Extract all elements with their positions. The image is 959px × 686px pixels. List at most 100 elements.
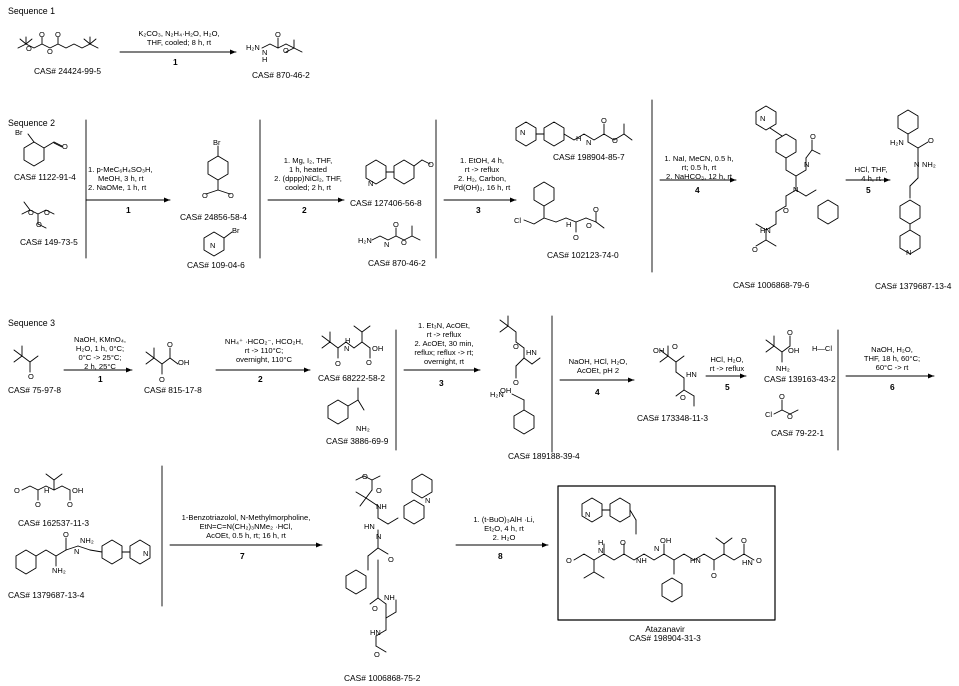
step-s2-2-conditions-line: 2. (dppp)NiCl₂, THF, bbox=[274, 174, 342, 183]
atom-o: O bbox=[374, 650, 380, 659]
atom-o: O bbox=[39, 30, 45, 39]
atom-n: N bbox=[585, 510, 591, 519]
atom-h: H bbox=[598, 538, 604, 547]
hydrazine-carbamate-cas: CAS# 198904-85-7 bbox=[553, 152, 625, 162]
atom-o: O bbox=[928, 136, 934, 145]
atom-o: O bbox=[401, 238, 407, 247]
step-s3-7-conditions-line: 1-Benzotriazolol, N-Methylmorpholine, bbox=[181, 513, 311, 522]
atom-hn: HN bbox=[690, 556, 701, 565]
product-name: Atazanavir bbox=[645, 624, 685, 634]
atom-n: N bbox=[654, 544, 660, 553]
product-box bbox=[557, 485, 776, 621]
step-s3-5-number: 5 bbox=[725, 382, 730, 392]
atom-br: Br bbox=[213, 138, 221, 147]
atom-n: N bbox=[598, 546, 604, 555]
step-s3-1-conditions-line: 0°C -> 25°C; bbox=[78, 353, 122, 362]
boc-hydrazine-2-cas: CAS# 870-46-2 bbox=[368, 258, 426, 268]
atom-n: N bbox=[384, 240, 390, 249]
atom-o: O bbox=[376, 486, 382, 495]
phenethylamine-structure bbox=[327, 387, 365, 425]
atom-hn: HN bbox=[526, 348, 537, 357]
step-s2-1-conditions-line: 2. NaOMe, 1 h, rt bbox=[88, 183, 147, 192]
atom-o: O bbox=[62, 142, 68, 151]
atom-br: Br bbox=[232, 226, 240, 235]
coupled-cas: CAS# 1006868-75-2 bbox=[344, 673, 421, 683]
atom-o: O bbox=[28, 208, 34, 217]
step-s3-7-conditions-line: AcOEt, 0.5 h, rt; 16 h, rt bbox=[206, 531, 286, 540]
bromobenzaldehyde-cas: CAS# 1122-91-4 bbox=[14, 172, 76, 182]
atom-o: O bbox=[783, 206, 789, 215]
atom-n: N bbox=[368, 179, 374, 188]
atom-n: N bbox=[804, 160, 810, 169]
atom-o: O bbox=[275, 30, 281, 39]
step-s3-1-conditions-line: H₂O, 1 h, 0°C; bbox=[75, 344, 125, 353]
pinacolone-cas: CAS# 75-97-8 bbox=[8, 385, 62, 395]
atom-n: N bbox=[586, 138, 592, 147]
step-s2-2-conditions-line: cooled; 2 h, rt bbox=[284, 183, 331, 192]
step-s2-3-conditions-line: 2. H₂, Carbon, bbox=[457, 174, 507, 183]
step-s1-conditions-line: K₂CO₃, N₂H₄·H₂O, H₂O, bbox=[138, 29, 220, 38]
atom-o: O bbox=[63, 530, 69, 539]
atom-o: O bbox=[756, 556, 762, 565]
atom-hn: HN bbox=[370, 628, 381, 637]
seq3-amine-structure bbox=[15, 537, 151, 575]
step-s2-1-number: 1 bbox=[126, 205, 131, 215]
boc-hydrazine-2-structure bbox=[371, 225, 421, 241]
step-s3-3-conditions-line: rt -> reflux bbox=[426, 330, 462, 339]
atom-n: N bbox=[376, 532, 382, 541]
atom-h: H bbox=[44, 486, 50, 495]
hydrazine-carbamate-structure bbox=[515, 121, 633, 147]
step-s3-5-conditions-line: HCl, H₂O, bbox=[710, 355, 744, 364]
atom-o: O bbox=[202, 191, 208, 200]
atom-h: H bbox=[345, 336, 351, 345]
bromo-acetal-cas: CAS# 24856-58-4 bbox=[180, 212, 248, 222]
atom-h: H bbox=[262, 55, 268, 64]
moc-tleucine-cas: CAS# 162537-11-3 bbox=[18, 518, 90, 528]
atom-nh2: NH₂ bbox=[52, 566, 66, 575]
step-s3-2-number: 2 bbox=[258, 374, 263, 384]
step-s3-6-number: 6 bbox=[890, 382, 895, 392]
methyl-chloroformate-structure bbox=[773, 399, 799, 415]
atom-o: O bbox=[44, 208, 50, 217]
step-s2-4-number: 4 bbox=[695, 185, 700, 195]
atom-hn: HN bbox=[742, 558, 753, 567]
atom-o: O bbox=[787, 412, 793, 421]
step-s2-2-conditions-line: 1 h, heated bbox=[288, 165, 327, 174]
atom-hn: HN bbox=[364, 522, 375, 531]
step-s3-4-conditions-line: NaOH, HCl, H₂O, bbox=[568, 357, 628, 366]
atom-nh: NH bbox=[636, 556, 647, 565]
atom-br: Br bbox=[15, 128, 23, 137]
atom-h2n: H₂N bbox=[358, 236, 372, 245]
atom-o: O bbox=[393, 220, 399, 229]
seq2-product-structure bbox=[897, 109, 929, 255]
seq2-intermediate-cas: CAS# 1006868-79-6 bbox=[733, 280, 810, 290]
atom-o: O bbox=[228, 191, 234, 200]
hcl-label: H—Cl bbox=[812, 344, 832, 353]
atom-o: O bbox=[601, 116, 607, 125]
atom-cl: Cl bbox=[514, 216, 522, 225]
atom-hn: HN bbox=[760, 226, 771, 235]
step-s3-2-conditions-line: NH₄⁺ ·HCO₂⁻, HCO₂H, bbox=[224, 337, 304, 346]
atom-o: O bbox=[35, 500, 41, 509]
step-s3-3-conditions-line: 2. AcOEt, 30 min, bbox=[414, 339, 474, 348]
atom-o: O bbox=[388, 555, 394, 564]
bromobenzaldehyde-structure bbox=[23, 133, 63, 167]
atom-oh: OH bbox=[178, 358, 190, 367]
atom-o: O bbox=[362, 472, 368, 481]
keto-acid-structure bbox=[145, 347, 179, 375]
atom-n: N bbox=[262, 48, 268, 57]
atom-nh: NH bbox=[376, 502, 387, 511]
atom-nh: NH bbox=[384, 593, 395, 602]
atom-n: N bbox=[760, 114, 766, 123]
atom-o: O bbox=[711, 571, 717, 580]
atom-h: H bbox=[566, 220, 572, 229]
pinacolone-structure bbox=[13, 345, 39, 373]
step-s2-3-conditions-line: Pd(OH)₂, 16 h, rt bbox=[453, 183, 511, 192]
step-s2-3-conditions-line: 1. EtOH, 4 h, bbox=[460, 156, 504, 165]
atom-oh: OH bbox=[660, 536, 672, 545]
atom-o: O bbox=[428, 160, 434, 169]
atom-n: N bbox=[425, 496, 431, 505]
step-s2-5-conditions-line: HCl, THF, bbox=[854, 165, 888, 174]
amine-salt-structure bbox=[499, 315, 541, 435]
step-s3-8-number: 8 bbox=[498, 551, 503, 561]
